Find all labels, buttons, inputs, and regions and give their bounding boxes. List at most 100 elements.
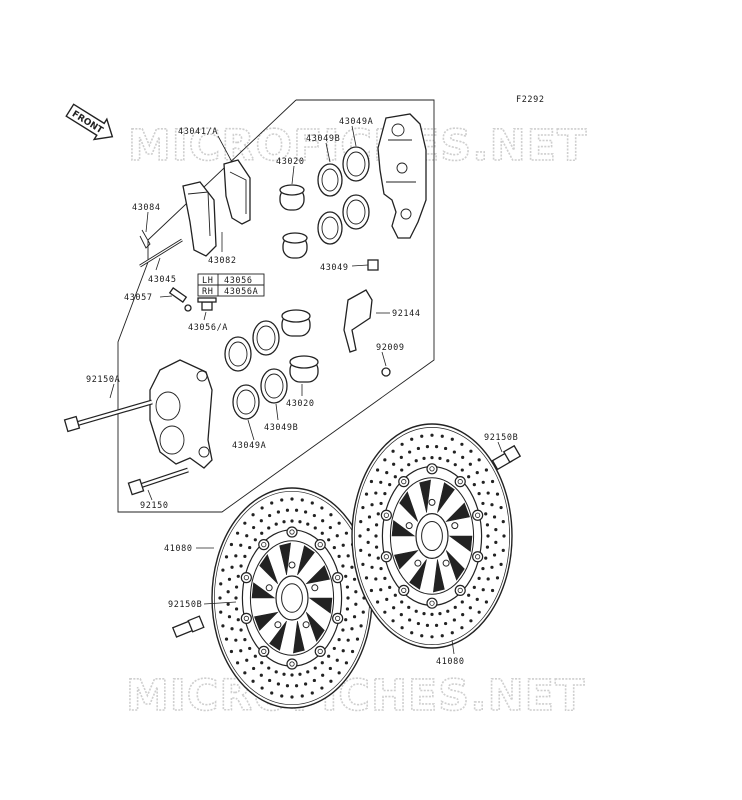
drill-hole [392,462,396,466]
drill-hole [344,661,349,665]
drill-hole [383,610,387,614]
drill-hole [460,468,464,472]
float-button [472,551,484,563]
drill-hole [229,542,234,547]
drill-hole [392,606,396,610]
drill-hole [388,585,392,589]
lh-rh-table: LH 43056 RH 43056A [197,273,265,297]
drill-hole [393,593,397,597]
drill-hole [227,577,232,581]
drill-hole [335,658,339,662]
drill-hole [400,626,404,630]
drill-hole [450,437,454,441]
carrier-spoke [253,611,279,631]
hub-bolt-hole [274,621,282,629]
drill-hole [492,515,497,519]
drill-hole [268,678,272,683]
drill-hole [352,577,357,581]
float-button-inner [289,529,295,535]
drill-hole [327,538,331,542]
drill-hole [327,654,331,658]
drill-hole [243,638,247,642]
drill-hole [366,540,370,544]
disc-bolt-left [171,615,205,638]
drill-hole [468,606,472,610]
drill-hole [304,682,308,686]
drill-hole [245,658,249,662]
drill-hole [253,538,257,542]
drill-hole [481,588,485,592]
drill-hole [472,585,476,589]
drill-hole [260,531,264,535]
label-92150a: 92150A [86,375,120,385]
drill-hole [248,545,252,550]
float-button [240,612,252,624]
drill-hole [221,624,225,628]
drill-hole [490,588,495,593]
float-button-inner [317,542,323,548]
float-button-inner [383,554,389,560]
drill-hole [376,512,380,516]
float-button [398,476,410,488]
drill-hole [341,564,345,568]
drill-hole [285,684,290,688]
piston-bottom-lower [289,355,319,383]
drill-hole [337,638,341,642]
drill-hole [252,525,256,530]
label-43049a-top: 43049A [339,117,373,127]
drill-hole [420,434,424,438]
drill-hole [341,628,345,632]
drill-hole [475,471,479,475]
drill-hole [290,497,294,501]
drill-hole [484,600,489,604]
drill-hole [298,672,302,676]
drill-hole [369,479,374,484]
drill-hole [219,582,223,586]
carrier-spoke [391,519,416,537]
drill-hole [414,609,418,613]
disc-hub-bore [281,583,303,613]
drill-hole [276,510,280,514]
drill-hole [453,463,457,467]
drill-hole [221,568,225,572]
drill-hole [252,666,256,671]
bleeder-bolt [168,287,192,312]
drill-hole [460,600,464,604]
drill-hole [245,534,249,538]
carrier-spoke [409,559,427,590]
piston-top-lower [282,232,308,259]
drill-hole [422,456,426,460]
carrier-spoke [445,550,465,581]
drill-hole [235,661,240,665]
drill-hole [495,576,500,580]
hub-bolt-hole [414,559,422,567]
seal-bottom-43049b [252,320,288,404]
drill-hole [407,605,411,609]
drill-hole [321,519,325,523]
float-button [258,645,270,657]
drill-hole [260,686,264,690]
drill-hole [376,556,380,560]
drill-hole [328,666,332,671]
drill-hole [230,565,234,569]
drill-hole [274,522,278,526]
label-43056a: 43056/A [188,323,228,333]
drill-hole [485,545,490,549]
hub-bolt-hole [451,522,459,530]
label-43082: 43082 [208,256,237,266]
seal-top-43049a [342,146,370,230]
drill-hole [282,520,286,524]
figure-code: F2292 [516,95,545,105]
drill-hole [370,503,374,507]
caliper-kit-frame [117,99,435,513]
drill-hole [490,479,495,484]
drill-hole [350,565,354,569]
drill-hole [306,670,310,674]
drill-hole [344,531,349,535]
hub-bolt-hole [428,498,436,506]
hub-bolt-hole [311,584,319,592]
drill-hole [379,566,383,571]
drill-hole [379,501,383,506]
drill-hole [229,649,234,654]
